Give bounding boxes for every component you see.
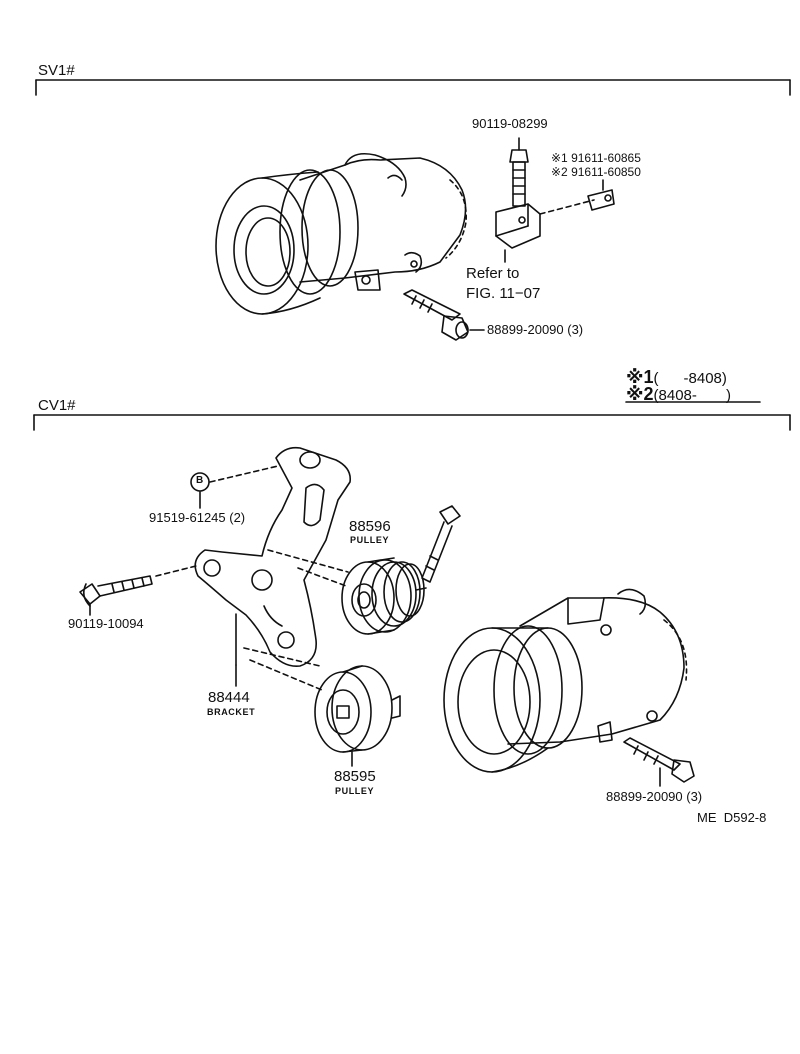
part-name-pulley-lower: PULLEY (335, 786, 375, 796)
figure-code: ME D592-8 (697, 810, 767, 825)
legend-mark-1: ※1 (626, 367, 654, 387)
cv1-pulley-upper (341, 557, 427, 635)
part-label-alt2: ※2 91611-60850 (551, 165, 641, 179)
sv1-compressor (215, 152, 467, 315)
part-name-bracket: BRACKET (207, 707, 256, 717)
cv1-bracket (194, 446, 352, 691)
cv1-section-bracket (33, 414, 791, 431)
sv1-clamp-block (495, 203, 541, 263)
figure-reference: FIG. 11−07 (466, 285, 541, 302)
legend-row-2: ※2(8408- ) (626, 385, 731, 403)
legend-mark-2: ※2 (626, 384, 654, 404)
legend-text-2: (8408- ) (653, 387, 732, 404)
part-no-pulley-upper: 88596 (349, 518, 391, 535)
part-no-bracket: 88444 (208, 689, 250, 706)
part-label-bolt-left: 90119-10094 (68, 616, 144, 631)
washer-symbol: B (196, 475, 204, 486)
cv1-washer-b (190, 472, 210, 509)
cv1-bolt-right (623, 737, 695, 787)
cv1-bolt-left (79, 575, 153, 616)
part-label-washer: 91519-61245 (2) (149, 510, 246, 525)
part-label-bolt-right-cv1: 88899-20090 (3) (606, 789, 703, 804)
section-title-sv1: SV1# (38, 62, 75, 79)
part-no-pulley-lower: 88595 (334, 768, 376, 785)
cv1-leaders (155, 465, 349, 587)
part-name-pulley-upper: PULLEY (350, 535, 390, 545)
cv1-compressor (443, 588, 688, 773)
cv1-bolt-upper (421, 505, 461, 583)
cv1-pulley-lower (314, 665, 401, 767)
part-label-alt1: ※1 91611-60865 (551, 151, 641, 165)
legend-row-1: ※1( -8408) (626, 368, 727, 386)
sv1-section-bracket (35, 79, 791, 96)
part-label-bolt-lower-sv1: 88899-20090 (3) (487, 322, 584, 337)
sv1-side-bolt (539, 179, 615, 215)
section-title-cv1: CV1# (38, 397, 76, 414)
sv1-bolt-lower (403, 289, 485, 341)
legend-text-1: ( -8408) (653, 370, 727, 387)
sv1-bolt-top (509, 137, 529, 207)
refer-to-text: Refer to (466, 265, 520, 282)
part-label-bolt-top: 90119-08299 (472, 116, 548, 131)
